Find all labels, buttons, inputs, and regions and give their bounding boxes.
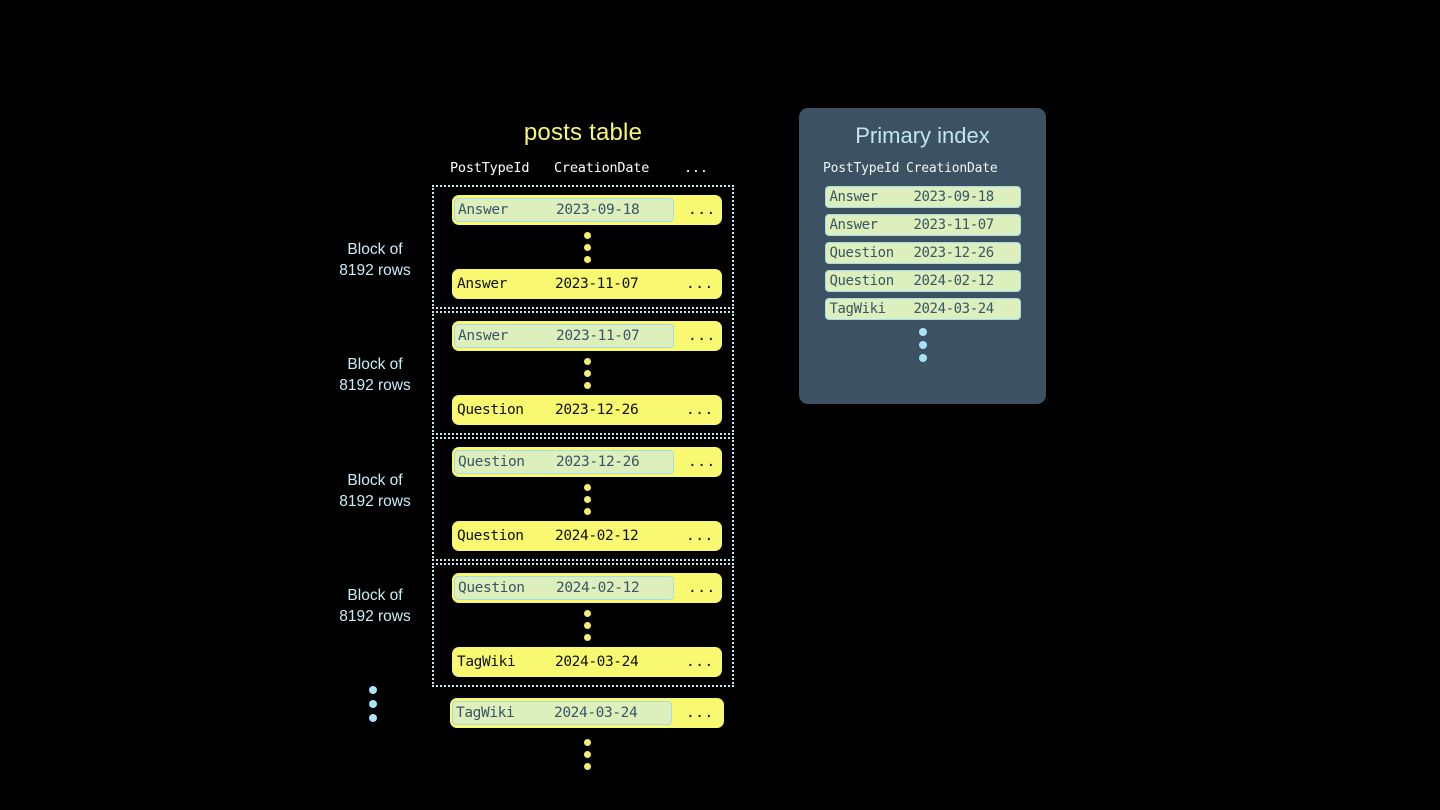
row-ellipsis <box>442 225 732 269</box>
cell-creationdate: 2023-12-26 <box>556 454 640 470</box>
cell-creationdate: 2023-12-26 <box>555 402 639 418</box>
index-row: Question 2024-02-12 <box>824 270 1021 292</box>
cell-creationdate: 2023-12-26 <box>913 245 995 261</box>
table-row: Answer 2023-09-18 ... <box>452 195 722 225</box>
cell-creationdate: 2023-11-07 <box>555 276 639 292</box>
cell-posttypeid: Question <box>457 528 524 544</box>
cell-posttypeid: Question <box>829 245 895 261</box>
cell-more: ... <box>688 580 716 596</box>
table-row: Question 2023-12-26 ... <box>452 447 722 477</box>
blocks-ellipsis <box>369 686 377 722</box>
cell-creationdate: 2023-09-18 <box>556 202 640 218</box>
cell-more: ... <box>686 654 714 670</box>
index-header-creationdate: CreationDate <box>906 161 998 176</box>
block-label-line1: Block of <box>347 587 403 604</box>
cell-more: ... <box>686 528 714 544</box>
table-row: Answer 2023-11-07 ... <box>452 269 722 299</box>
block-label: Block of 8192 rows <box>300 470 450 512</box>
table-row: TagWiki 2024-03-24 ... <box>450 698 724 728</box>
cell-posttypeid: Answer <box>829 189 879 205</box>
column-header-creationdate: CreationDate <box>554 160 650 176</box>
cell-posttypeid: Answer <box>457 276 507 292</box>
cell-posttypeid: TagWiki <box>829 301 887 317</box>
block-label: Block of 8192 rows <box>300 585 450 627</box>
cell-more: ... <box>686 402 714 418</box>
cell-creationdate: 2024-02-12 <box>556 580 640 596</box>
cell-creationdate: 2023-09-18 <box>913 189 995 205</box>
index-header-posttypeid: PostTypeId <box>823 161 900 176</box>
block-label: Block of 8192 rows <box>300 354 450 396</box>
cell-more: ... <box>688 454 716 470</box>
cell-posttypeid: Question <box>829 273 895 289</box>
cell-creationdate: 2024-03-24 <box>555 654 639 670</box>
cell-posttypeid: Answer <box>458 202 508 218</box>
cell-more: ... <box>688 328 716 344</box>
cell-posttypeid: Question <box>458 454 525 470</box>
row-cells: Question 2024-02-12 <box>454 524 672 548</box>
block-label-line2: 8192 rows <box>339 493 411 510</box>
granule-mark: Question 2024-02-12 <box>454 576 674 600</box>
table-row: Question 2023-12-26 ... <box>452 395 722 425</box>
index-row: Answer 2023-09-18 <box>824 186 1021 208</box>
row-ellipsis <box>442 351 732 395</box>
row-cells: TagWiki 2024-03-24 <box>454 650 672 674</box>
table-row: TagWiki 2024-03-24 ... <box>452 647 722 677</box>
posts-table-column-headers: PostTypeId CreationDate ... <box>432 160 734 176</box>
granule-mark: TagWiki 2024-03-24 <box>452 701 672 725</box>
cell-posttypeid: Question <box>458 580 525 596</box>
block-label-line2: 8192 rows <box>339 262 411 279</box>
cell-posttypeid: Question <box>457 402 524 418</box>
row-cells: Answer 2023-11-07 <box>454 272 672 296</box>
column-header-more: ... <box>684 160 708 176</box>
index-row: Question 2023-12-26 <box>824 242 1021 264</box>
cell-posttypeid: Answer <box>458 328 508 344</box>
index-row: Answer 2023-11-07 <box>824 214 1021 236</box>
block-of-rows: Question 2023-12-26 ... Question 2024-02… <box>432 437 734 561</box>
row-ellipsis <box>442 477 732 521</box>
cell-creationdate: 2024-03-24 <box>913 301 995 317</box>
granule-mark: Answer 2023-11-07 <box>454 324 674 348</box>
row-cells: Question 2023-12-26 <box>454 398 672 422</box>
cell-more: ... <box>688 202 716 218</box>
cell-creationdate: 2024-02-12 <box>555 528 639 544</box>
cell-creationdate: 2024-02-12 <box>913 273 995 289</box>
posts-table: posts table PostTypeId CreationDate ... … <box>432 118 734 776</box>
table-row: Answer 2023-11-07 ... <box>452 321 722 351</box>
cell-creationdate: 2024-03-24 <box>554 705 638 721</box>
block-of-rows: Answer 2023-09-18 ... Answer 2023-11-07 … <box>432 185 734 309</box>
cell-posttypeid: Answer <box>829 217 879 233</box>
block-label-line1: Block of <box>347 356 403 373</box>
cell-creationdate: 2023-11-07 <box>913 217 995 233</box>
granule-mark: Question 2023-12-26 <box>454 450 674 474</box>
index-row: TagWiki 2024-03-24 <box>824 298 1021 320</box>
cell-posttypeid: TagWiki <box>456 705 515 721</box>
primary-index-title: Primary index <box>855 123 990 148</box>
primary-index-panel: Primary index PostTypeId CreationDate An… <box>799 108 1046 404</box>
block-label-line2: 8192 rows <box>339 608 411 625</box>
table-ellipsis <box>440 732 734 776</box>
block-label-line1: Block of <box>347 472 403 489</box>
block-label: Block of 8192 rows <box>300 239 450 281</box>
block-of-rows: Answer 2023-11-07 ... Question 2023-12-2… <box>432 311 734 435</box>
cell-creationdate: 2023-11-07 <box>556 328 640 344</box>
cell-more: ... <box>686 705 714 721</box>
row-ellipsis <box>442 603 732 647</box>
cell-posttypeid: TagWiki <box>457 654 516 670</box>
index-column-headers: PostTypeId CreationDate <box>799 161 1046 176</box>
granule-mark: Answer 2023-09-18 <box>454 198 674 222</box>
table-row: Question 2024-02-12 ... <box>452 521 722 551</box>
block-label-line2: 8192 rows <box>339 377 411 394</box>
posts-table-title: posts table <box>523 119 643 146</box>
cell-more: ... <box>686 276 714 292</box>
block-of-rows: Question 2024-02-12 ... TagWiki 2024-03-… <box>432 563 734 687</box>
table-row: Question 2024-02-12 ... <box>452 573 722 603</box>
column-header-posttypeid: PostTypeId <box>450 160 530 176</box>
block-label-line1: Block of <box>347 241 403 258</box>
index-ellipsis <box>799 328 1046 362</box>
